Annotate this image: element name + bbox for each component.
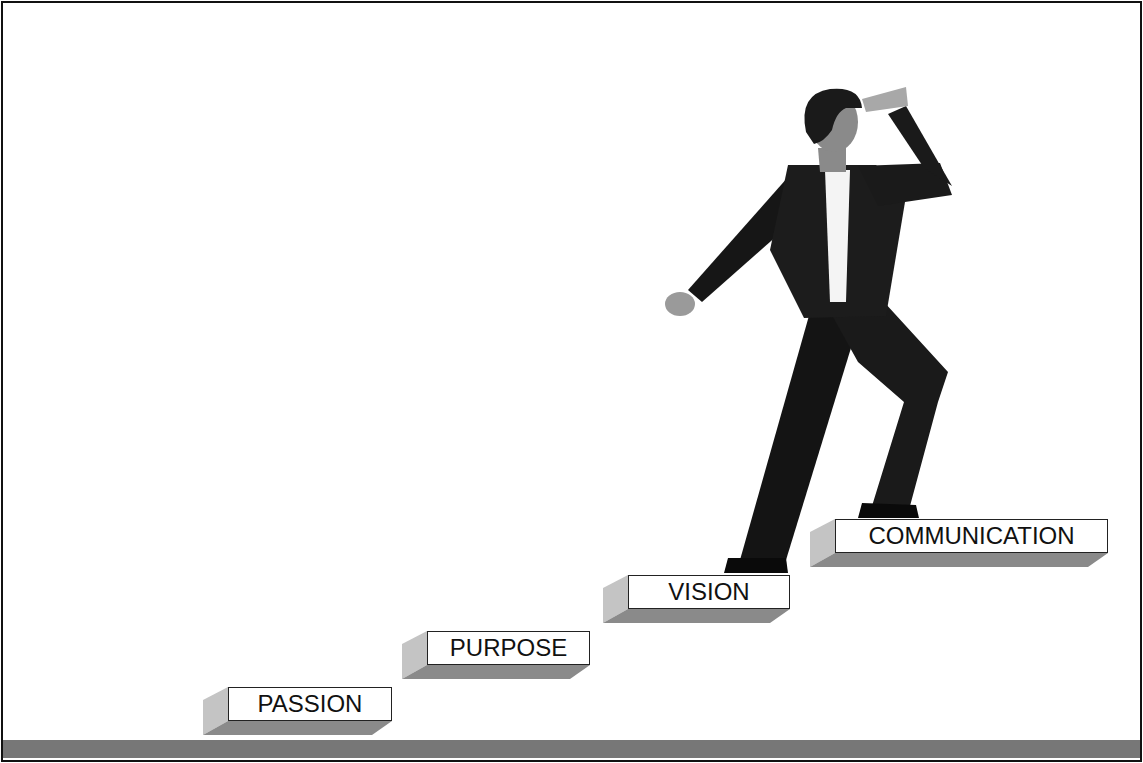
- step-shade: [603, 609, 790, 623]
- step-shade: [402, 665, 590, 679]
- step-blocks: [203, 519, 1108, 735]
- step-label: VISION: [668, 580, 749, 604]
- ground-bar: [3, 740, 1140, 758]
- step-label-box: VISION: [628, 575, 790, 609]
- step-label: PASSION: [258, 692, 363, 716]
- step-label: COMMUNICATION: [868, 524, 1074, 548]
- climbing-man: [665, 87, 952, 573]
- step-shade: [203, 721, 392, 735]
- step-label-box: PURPOSE: [427, 631, 590, 665]
- step-label-box: PASSION: [228, 687, 392, 721]
- step-shade: [810, 553, 1108, 567]
- step-label-box: COMMUNICATION: [835, 519, 1108, 553]
- step-label: PURPOSE: [450, 636, 567, 660]
